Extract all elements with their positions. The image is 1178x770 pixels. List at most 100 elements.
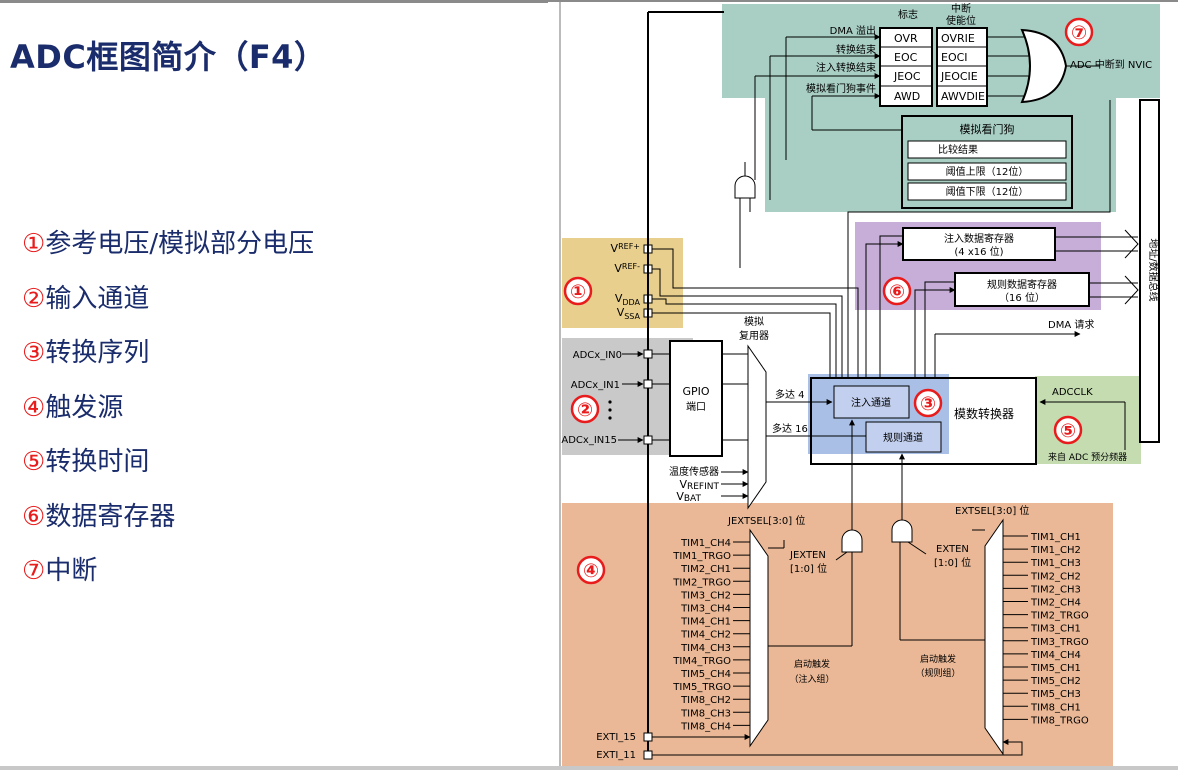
- top-border: [0, 0, 1178, 3]
- injected-trigger-tim4-ch3: TIM4_CH3: [680, 643, 731, 654]
- watchdog-box: [901, 115, 1073, 209]
- injected-register-size: (4 x16 位): [954, 245, 1003, 258]
- enable-jeocie: JEOCIE: [940, 70, 978, 83]
- marker-7: [1064, 17, 1094, 47]
- injected-trigger-tim4-trgo: TIM4_TRGO: [672, 656, 731, 667]
- regular-trigger-tim1-ch3: TIM1_CH3: [1030, 558, 1081, 569]
- clock-section: ADCCLK 来自 ADC 预分频器: [1039, 387, 1127, 463]
- regular-and-gate-icon: [891, 519, 913, 543]
- extsel-label: EXTSEL[3:0] 位: [955, 504, 1029, 517]
- legend-number: ⑦: [22, 556, 46, 586]
- marker-3: [913, 388, 943, 418]
- adc-prescaler-label: 来自 ADC 预分频器: [1048, 451, 1127, 463]
- legend-number: ①: [22, 229, 46, 259]
- marker-2-label: ②: [577, 399, 593, 421]
- gpio-port-box: [669, 340, 723, 457]
- regular-register-label: 规则数据寄存器: [987, 278, 1057, 291]
- regular-trigger-tim5-ch2: TIM5_CH2: [1030, 676, 1081, 687]
- injected-register-label: 注入数据寄存器: [944, 232, 1014, 245]
- injected-trigger-tim5-trgo: TIM5_TRGO: [672, 682, 731, 693]
- legend-label: 数据寄存器: [45, 501, 176, 532]
- ellipsis-dot: [608, 408, 612, 412]
- source-jeoc: 注入转换结束: [816, 61, 876, 74]
- enable-ovrie: OVRIE: [941, 32, 975, 45]
- analog-mux: [747, 344, 767, 510]
- converter-title: 模数转换器: [954, 406, 1014, 421]
- converter-section: 注入通道 规则通道 模数转换器: [810, 377, 1037, 465]
- internal-temp-sensor: 温度传感器: [669, 465, 719, 478]
- regular-trigger-tim8-ch1: TIM8_CH1: [1030, 702, 1081, 713]
- flag-box: [879, 27, 933, 107]
- watchdog-row-result: [907, 140, 1067, 159]
- regular-trigger-tim2-ch4: TIM2_CH4: [1030, 598, 1081, 609]
- watchdog-row-low: [907, 182, 1067, 201]
- injected-trigger-tim8-ch4: TIM8_CH4: [680, 721, 731, 732]
- exti-11-label: EXTI_11: [596, 750, 636, 761]
- source-dma-overrun: DMA 溢出: [830, 24, 876, 37]
- regular-trigger-line2: （规则组）: [915, 667, 960, 679]
- legend-item-data-register: ⑥数据寄存器: [22, 499, 314, 554]
- enable-awvdie: AWVDIE: [941, 90, 985, 103]
- regular-channel-label: 规则通道: [883, 431, 923, 444]
- watchdog-title: 模拟看门狗: [960, 122, 1015, 136]
- injected-trigger-tim1-trgo: TIM1_TRGO: [672, 551, 731, 562]
- legend-item-reference: ①参考电压/模拟部分电压: [22, 226, 314, 281]
- injected-trigger-line1: 启动触发: [794, 658, 830, 670]
- injected-trigger-sources: TIM1_CH4TIM1_TRGOTIM2_CH1TIM2_TRGOTIM3_C…: [672, 538, 750, 732]
- marker-1-label: ①: [570, 281, 586, 303]
- nvic-output-label: ADC 中断到 NVIC: [1070, 58, 1152, 71]
- reference-section: VREF+ VREF- VDDA VSSA: [611, 242, 859, 378]
- injected-channel-box: [833, 385, 910, 419]
- jexten-label-line1: JEXTEN: [789, 550, 826, 561]
- legend-list: ①参考电压/模拟部分电压 ②输入通道 ③转换序列 ④触发源 ⑤转换时间 ⑥数据寄…: [22, 226, 314, 608]
- watchdog-section: 模拟看门狗 比较结果 阈值上限（12位） 阈值下限（12位）: [901, 115, 1073, 209]
- flag-header: 标志: [898, 8, 918, 21]
- injected-channel-label: 注入通道: [851, 396, 891, 409]
- marker-5-label: ⑤: [1060, 420, 1076, 442]
- internal-vbat: VBAT: [676, 490, 701, 504]
- legend-number: ②: [22, 283, 46, 314]
- regular-trigger-tim2-trgo: TIM2_TRGO: [1030, 611, 1089, 622]
- injected-trigger-tim5-ch4: TIM5_CH4: [680, 669, 731, 680]
- source-awd: 模拟看门狗事件: [806, 82, 876, 95]
- injected-trigger-tim3-ch4: TIM3_CH4: [680, 604, 731, 615]
- flag-jeoc: JEOC: [893, 70, 921, 83]
- injected-trigger-tim2-ch1: TIM2_CH1: [680, 564, 731, 575]
- enable-box: [936, 27, 988, 107]
- regular-trigger-tim2-ch3: TIM2_CH3: [1030, 584, 1081, 595]
- regular-trigger-mux: [984, 518, 1004, 756]
- marker-3-label: ③: [920, 393, 936, 415]
- marker-5: [1053, 415, 1083, 445]
- section-markers: ⑦ ① ② ③ ④ ⑤ ⑥: [563, 17, 1094, 585]
- legend-label: 转换时间: [45, 447, 150, 477]
- enable-header-line1: 中断: [951, 2, 971, 15]
- exten-label-line1: EXTEN: [936, 544, 969, 555]
- pin-vrefn: VREF-: [614, 262, 640, 275]
- and-gate-icon: [734, 175, 756, 199]
- marker-4-label: ④: [583, 560, 599, 582]
- injected-trigger-tim1-ch4: TIM1_CH4: [680, 538, 731, 549]
- watchdog-compare-result: 比较结果: [938, 143, 978, 156]
- regular-trigger-tim8-trgo: TIM8_TRGO: [1030, 715, 1089, 726]
- data-register-section: 注入数据寄存器 (4 x16 位) 规则数据寄存器 （16 位） DMA 请求: [847, 100, 1139, 378]
- regular-trigger-tim3-ch1: TIM3_CH1: [1030, 624, 1081, 635]
- regular-trigger-tim1-ch2: TIM1_CH2: [1030, 545, 1081, 556]
- marker-6: [882, 276, 912, 306]
- mux-label-line2: 复用器: [739, 329, 769, 342]
- interrupt-section: 标志 中断 使能位 OVR EOC JEOC AWD OVRIE EOCI JE…: [734, 2, 1152, 268]
- injected-trigger-tim3-ch2: TIM3_CH2: [680, 590, 731, 601]
- pin-vssa: VSSA: [617, 306, 641, 321]
- marker-1: [563, 276, 593, 306]
- watchdog-low-threshold: 阈值下限（12位）: [946, 185, 1029, 198]
- flag-eoc: EOC: [894, 51, 918, 64]
- slide-title: ADC框图简介（F4）: [10, 38, 327, 76]
- regular-trigger-tim5-ch1: TIM5_CH1: [1030, 663, 1081, 674]
- injected-trigger-tim8-ch3: TIM8_CH3: [680, 708, 731, 719]
- exten-label-line2: [1:0] 位: [934, 556, 971, 569]
- pin-vdda: VDDA: [615, 292, 641, 307]
- regular-data-register: [954, 272, 1090, 307]
- injected-trigger-line2: （注入组）: [789, 673, 834, 685]
- jexten-label-line2: [1:0] 位: [790, 562, 827, 575]
- watchdog-row-high: [907, 162, 1067, 181]
- ellipsis-dot: [608, 416, 612, 420]
